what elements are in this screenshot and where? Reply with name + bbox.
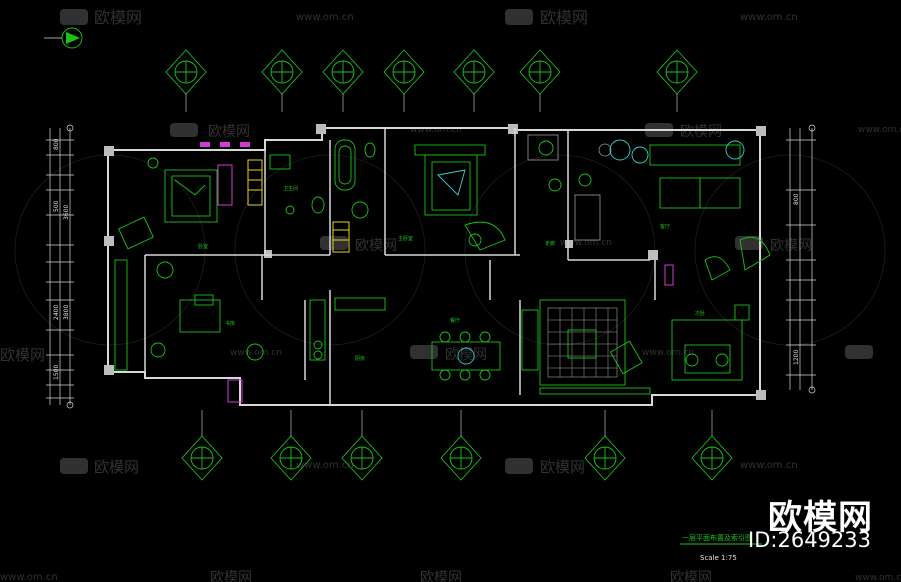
living-room: 客厅 <box>598 139 771 286</box>
svg-text:欧模网: 欧模网 <box>0 346 45 364</box>
watermark-logo: 欧模网 www.om.cn <box>60 8 354 27</box>
svg-text:欧模网: 欧模网 <box>680 124 722 140</box>
study-room: 书房 <box>114 259 264 403</box>
svg-text:走廊: 走廊 <box>545 240 555 247</box>
svg-text:www.om.cn: www.om.cn <box>642 348 694 358</box>
svg-text:www.om.cn: www.om.cn <box>560 238 612 248</box>
svg-text:800: 800 <box>53 138 60 150</box>
kitchen: 厨房 <box>309 297 386 362</box>
dimension-chain-left: 800 500 3600 2400 3800 1500 <box>46 124 74 409</box>
svg-text:欧模网: 欧模网 <box>540 458 585 476</box>
svg-text:卧室: 卧室 <box>198 243 208 250</box>
svg-text:欧模网: 欧模网 <box>94 8 142 27</box>
svg-text:www.om.cn: www.om.cn <box>740 12 798 23</box>
svg-text:厨房: 厨房 <box>355 355 365 362</box>
svg-text:欧模网: 欧模网 <box>420 570 462 582</box>
index-symbols-top <box>165 49 698 112</box>
watermark-logo: www.om.cn 欧模网 欧模网 欧模网 www.om.cn <box>0 570 901 582</box>
svg-text:书房: 书房 <box>225 320 235 327</box>
svg-text:欧模网: 欧模网 <box>770 238 812 254</box>
exterior-walls <box>104 124 766 406</box>
dimension-chain-right: 800 1200 <box>786 124 816 394</box>
watermark-logo: 欧模网 www.om.cn 欧模网 www.om.cn <box>60 458 798 476</box>
interior-walls <box>144 128 656 405</box>
drawing-title-block: 一层平面布置及索引图 Scale 1:75 <box>680 533 762 562</box>
watermark-logo: 欧模网 www.om.cn 欧模网 www.om.cn <box>0 345 873 364</box>
svg-text:www.om.cn: www.om.cn <box>296 460 354 471</box>
svg-text:客厅: 客厅 <box>660 223 670 230</box>
bathroom-2 <box>332 139 376 253</box>
svg-text:www.om.cn: www.om.cn <box>230 348 282 358</box>
svg-text:www.om.cn: www.om.cn <box>0 572 58 582</box>
svg-text:800: 800 <box>793 193 800 205</box>
svg-text:欧模网: 欧模网 <box>94 458 139 476</box>
bathroom-1: 卫生间 <box>200 142 325 215</box>
svg-text:www.om.cn: www.om.cn <box>296 12 354 23</box>
svg-text:3600: 3600 <box>63 205 70 220</box>
svg-text:欧模网: 欧模网 <box>355 238 397 254</box>
dining-room: 餐厅 <box>431 317 501 381</box>
lounge <box>521 299 651 395</box>
watermark-logo: 欧模网 www.om.cn <box>505 8 798 27</box>
brand-watermark: 欧模网 <box>768 498 873 538</box>
svg-text:500: 500 <box>53 200 60 212</box>
svg-text:欧模网: 欧模网 <box>670 570 712 582</box>
svg-text:欧模网: 欧模网 <box>210 570 252 582</box>
svg-text:主卧室: 主卧室 <box>398 235 413 242</box>
svg-text:欧模网: 欧模网 <box>208 124 250 140</box>
svg-text:1200: 1200 <box>793 350 800 365</box>
svg-text:餐厅: 餐厅 <box>450 317 460 324</box>
bedroom-2: 次卧 <box>671 304 750 381</box>
north-arrow-icon <box>44 27 83 49</box>
svg-text:欧模网: 欧模网 <box>445 347 487 363</box>
master-bedroom: 主卧室 <box>398 144 506 251</box>
watermark-logo: 欧模网 www.om.cn <box>170 123 462 140</box>
svg-text:www.om.cn: www.om.cn <box>740 460 798 471</box>
svg-text:2400: 2400 <box>53 305 60 320</box>
svg-text:www.om.cn: www.om.cn <box>855 573 901 582</box>
svg-text:www.om.cn: www.om.cn <box>410 125 462 135</box>
svg-text:3800: 3800 <box>63 305 70 320</box>
bedroom-1: 卧室 <box>118 157 233 250</box>
svg-text:欧模网: 欧模网 <box>540 8 588 27</box>
magenta-fixtures <box>664 264 674 286</box>
svg-text:1500: 1500 <box>53 365 60 380</box>
svg-text:www.om.cn: www.om.cn <box>858 125 901 135</box>
watermark-id: ID:2649233 <box>748 528 871 552</box>
magenta-fixtures <box>200 142 250 147</box>
index-symbols-bottom <box>181 410 733 481</box>
svg-text:Scale 1:75: Scale 1:75 <box>700 554 737 562</box>
svg-text:卫生间: 卫生间 <box>283 185 298 192</box>
corridor-room: 走廊 <box>527 134 601 247</box>
svg-text:次卧: 次卧 <box>695 310 705 317</box>
svg-text:一层平面布置及索引图: 一层平面布置及索引图 <box>682 533 752 542</box>
